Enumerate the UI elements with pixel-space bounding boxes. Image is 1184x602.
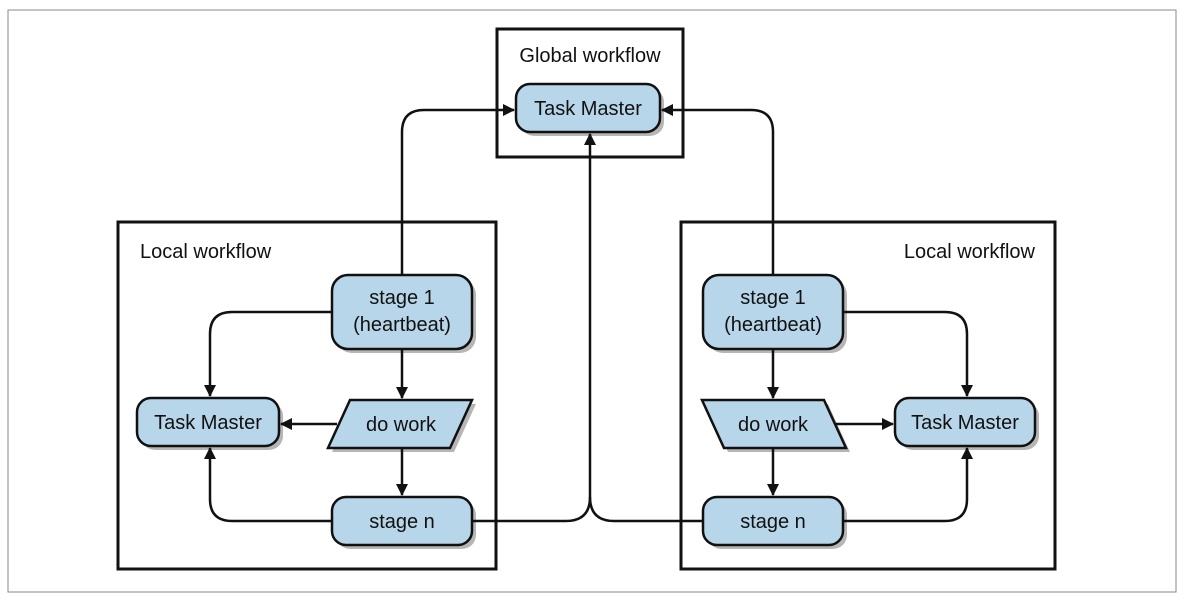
global-workflow-group: Global workflow Task Master bbox=[495, 27, 685, 159]
outer-frame bbox=[7, 9, 1177, 593]
left-task-master-node[interactable] bbox=[135, 396, 281, 448]
edge-left-stage-n-to-task-master bbox=[204, 447, 332, 523]
edge-right-stage1-to-task-master bbox=[843, 310, 973, 397]
right-task-master-label: Task Master bbox=[911, 412, 1019, 434]
right-task-master-node[interactable] bbox=[893, 396, 1037, 448]
right-do-work-label: do work bbox=[738, 414, 809, 436]
right-stage-n-label: stage n bbox=[740, 511, 806, 533]
edge-right-stage-n-to-global-task-master bbox=[588, 496, 703, 523]
left-task-master-label: Task Master bbox=[154, 412, 262, 434]
left-stage1-label-line1: stage 1 bbox=[369, 287, 435, 309]
edge-right-stage-n-to-task-master bbox=[843, 447, 973, 523]
local-workflow-left-box bbox=[116, 220, 498, 571]
edge-right-stage1-to-global-task-master bbox=[661, 104, 775, 275]
right-stage1-label-line1: stage 1 bbox=[740, 287, 806, 309]
edge-left-stage1-to-global-task-master bbox=[400, 104, 515, 275]
local-workflow-right-box bbox=[679, 220, 1057, 571]
local-workflow-left-group: Local workflow stage 1 (heartbeat) do wo… bbox=[116, 220, 498, 571]
left-stage1-label-line2: (heartbeat) bbox=[353, 314, 451, 336]
right-stage1-label-line2: (heartbeat) bbox=[724, 314, 822, 336]
local-workflow-right-group: Local workflow stage 1 (heartbeat) do wo… bbox=[679, 220, 1057, 571]
left-do-work-label: do work bbox=[366, 414, 437, 436]
global-workflow-title: Global workflow bbox=[519, 45, 661, 67]
left-do-work-node[interactable] bbox=[326, 398, 474, 450]
right-do-work-node[interactable] bbox=[700, 398, 848, 450]
local-workflow-left-title: Local workflow bbox=[140, 241, 272, 263]
local-workflow-right-title: Local workflow bbox=[904, 241, 1036, 263]
edge-left-stage-n-to-global-task-master bbox=[472, 133, 596, 523]
global-task-master-node[interactable] bbox=[514, 82, 662, 134]
edge-left-stage1-to-task-master bbox=[204, 310, 332, 397]
global-task-master-label: Task Master bbox=[534, 98, 642, 120]
left-stage-n-label: stage n bbox=[369, 511, 435, 533]
